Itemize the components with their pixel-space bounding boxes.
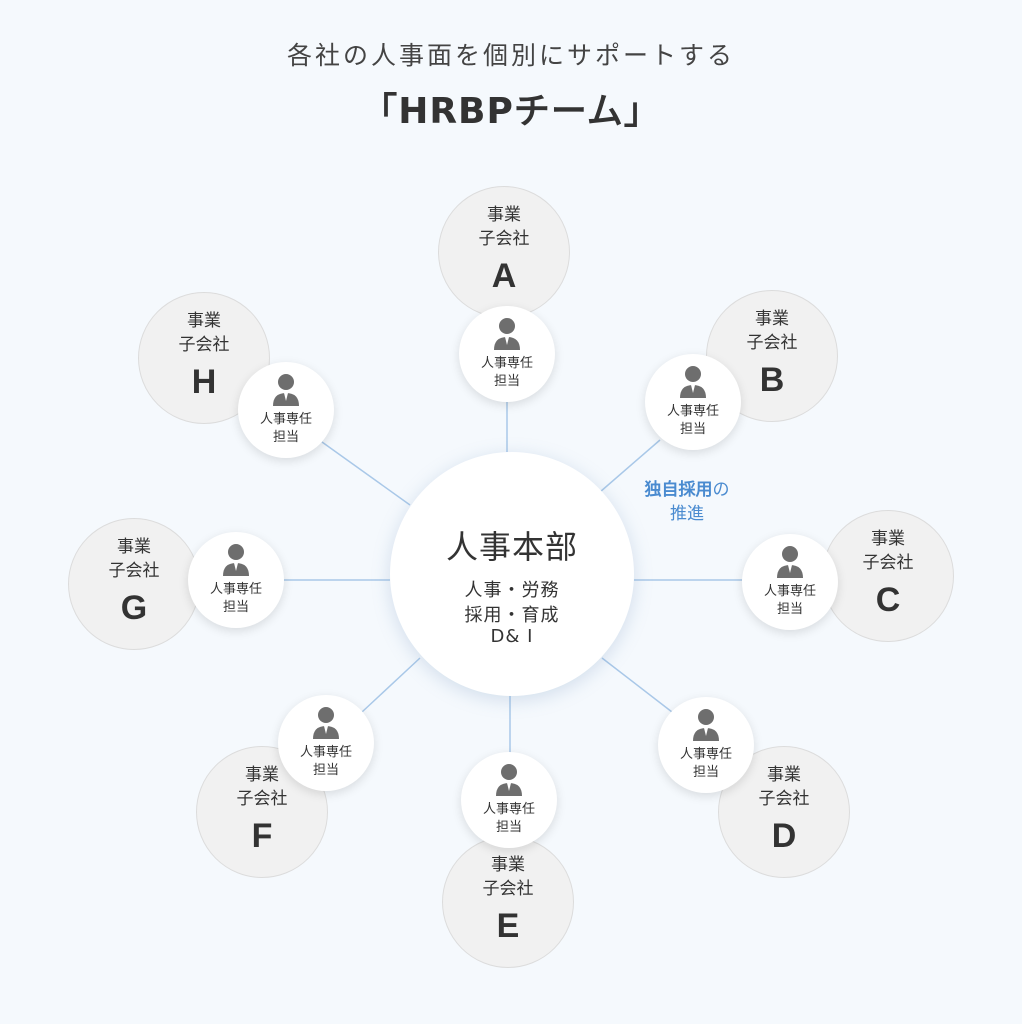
person-icon (223, 544, 249, 576)
annotation-strong: 独自採用 (644, 480, 713, 500)
hr-staff-d: 人事専任担当 (658, 697, 754, 793)
hub-function: D& I (490, 626, 534, 647)
connector-d (601, 657, 673, 713)
staff-label-line2: 担当 (493, 374, 520, 389)
person-icon (273, 374, 299, 406)
company-a: 事業子会社 A (438, 186, 570, 318)
hub-function: 採用・育成 (464, 605, 560, 626)
company-letter: B (759, 361, 785, 399)
company-letter: E (496, 907, 520, 945)
hub-name: 人事本部 (445, 528, 578, 566)
annotation-line2: 推進 (670, 504, 704, 524)
staff-label-line1: 人事専任 (299, 745, 352, 760)
company-g: 事業子会社 G (68, 518, 200, 650)
company-letter: C (875, 581, 901, 619)
company-label-line2: 子会社 (478, 229, 530, 249)
company-label-line2: 子会社 (482, 879, 534, 899)
company-letter: G (120, 589, 148, 627)
company-label-line2: 子会社 (178, 335, 230, 355)
company-label-line2: 子会社 (746, 333, 798, 353)
person-icon (693, 709, 719, 741)
subtitle: 各社の人事面を個別にサポートする (286, 41, 735, 70)
person-icon (496, 764, 522, 796)
hr-headquarters-hub: 人事本部 人事・労務 採用・育成 D& I (390, 452, 634, 696)
staff-label-line2: 担当 (495, 820, 522, 835)
company-c: 事業子会社 C (822, 510, 954, 642)
company-label-line1: 事業 (187, 311, 221, 331)
staff-label-line2: 担当 (222, 600, 249, 615)
connector-f (361, 657, 421, 713)
staff-label-line2: 担当 (679, 422, 706, 437)
staff-label-line1: 人事専任 (666, 404, 719, 419)
hr-staff-b: 人事専任担当 (645, 354, 741, 450)
company-label-line1: 事業 (871, 529, 905, 549)
person-icon (494, 318, 520, 350)
annotation-suffix: の (712, 480, 730, 500)
connector-b (599, 439, 661, 493)
company-label-line1: 事業 (117, 537, 151, 557)
company-letter: D (771, 817, 797, 855)
company-letter: F (251, 817, 273, 855)
staff-label-line1: 人事専任 (763, 584, 816, 599)
company-label-line1: 事業 (491, 855, 525, 875)
hub-function: 人事・労務 (464, 580, 560, 601)
company-label-line1: 事業 (487, 205, 521, 225)
staff-label-line1: 人事専任 (259, 412, 312, 427)
staff-label-line1: 人事専任 (679, 747, 732, 762)
hr-staff-a: 人事専任担当 (459, 306, 555, 402)
hr-staff-g: 人事専任担当 (188, 532, 284, 628)
staff-label-line1: 人事専任 (480, 356, 533, 371)
hr-staff-e: 人事専任担当 (461, 752, 557, 848)
company-label-line2: 子会社 (236, 789, 288, 809)
staff-label-line1: 人事専任 (482, 802, 535, 817)
person-icon (680, 366, 706, 398)
company-label-line1: 事業 (755, 309, 789, 329)
staff-label-line2: 担当 (312, 763, 339, 778)
staff-label-line1: 人事専任 (209, 582, 262, 597)
person-icon (777, 546, 803, 578)
company-label-line2: 子会社 (758, 789, 810, 809)
company-label-line2: 子会社 (108, 561, 160, 581)
company-label-line2: 子会社 (862, 553, 914, 573)
company-letter: A (491, 257, 517, 295)
company-letter: H (191, 363, 217, 401)
independent-recruiting-annotation: 独自採用の 推進 (626, 478, 748, 526)
company-label-line1: 事業 (767, 765, 801, 785)
staff-label-line2: 担当 (692, 765, 719, 780)
person-icon (313, 707, 339, 739)
hr-staff-h: 人事専任担当 (238, 362, 334, 458)
connector-h (321, 441, 411, 506)
staff-label-line2: 担当 (776, 602, 803, 617)
page-title: 「HRBPチーム」 (361, 91, 661, 132)
hr-staff-f: 人事専任担当 (278, 695, 374, 791)
company-label-line1: 事業 (245, 765, 279, 785)
company-e: 事業子会社 E (442, 836, 574, 968)
staff-label-line2: 担当 (272, 430, 299, 445)
hr-staff-c: 人事専任担当 (742, 534, 838, 630)
